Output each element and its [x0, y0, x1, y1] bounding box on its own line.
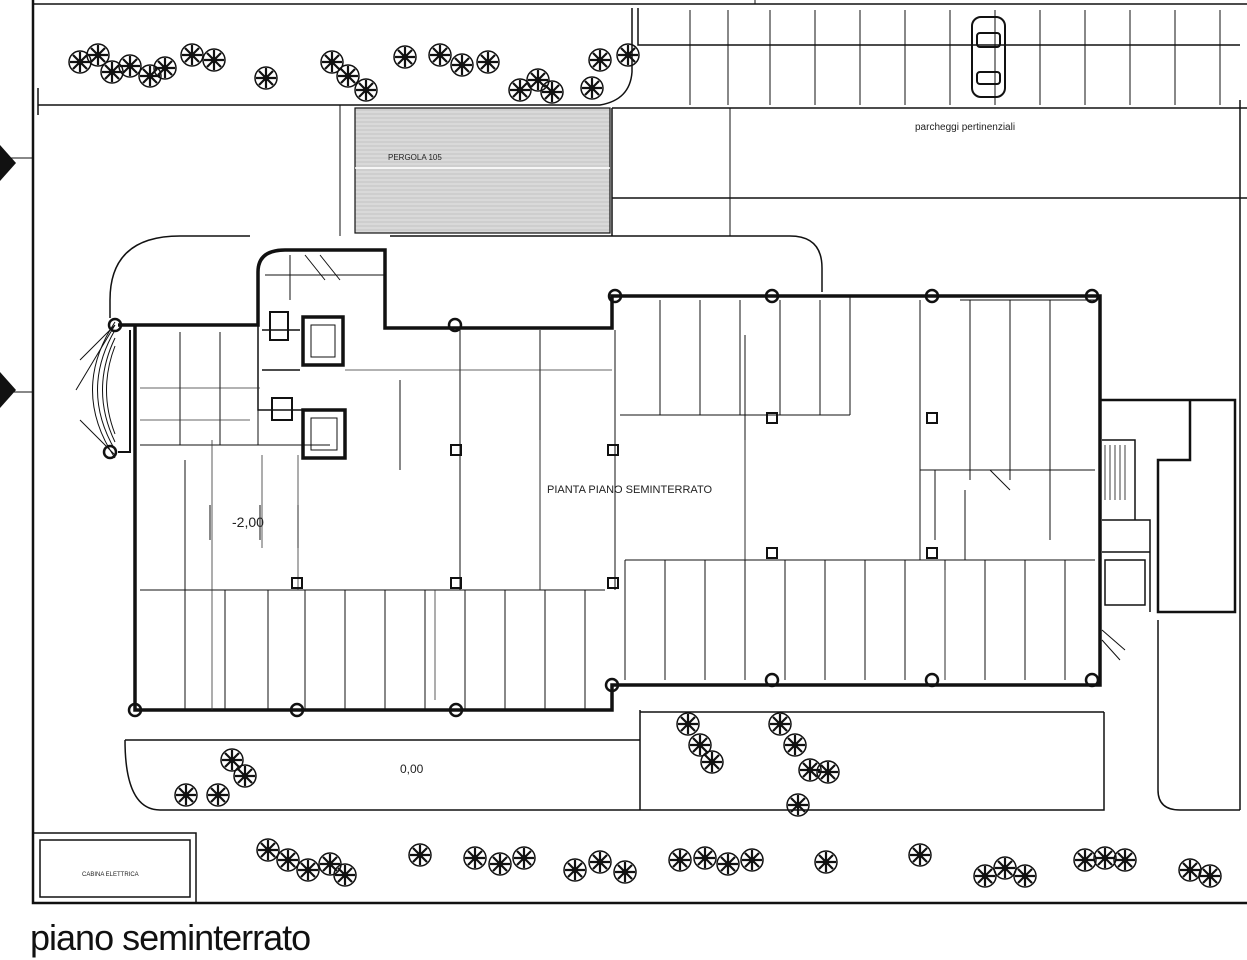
- right-annex: [1100, 398, 1237, 661]
- site-boundary: [0, 0, 1247, 905]
- electrical-cabin-label: CABINA ELETTRICA: [82, 872, 139, 878]
- drawing-caption: piano seminterrato: [30, 917, 311, 958]
- pillars: [102, 288, 1100, 718]
- trees: [67, 42, 1223, 889]
- plan-title: PIANTA PIANO SEMINTERRATO: [547, 484, 712, 496]
- curved-stair: [75, 321, 116, 459]
- pergola-area: [339, 105, 611, 236]
- parking-grid: [140, 296, 1095, 710]
- floor-plan-drawing: PERGOLA 105 parcheggi pertinenziali PIAN…: [0, 0, 1247, 905]
- pergola-label: PERGOLA 105: [388, 153, 442, 162]
- dimension-lines: [140, 369, 946, 710]
- stair-lift-core: [257, 254, 385, 460]
- car-symbol: [971, 16, 1006, 98]
- electrical-cabin: [32, 832, 197, 904]
- ramp-outline: [109, 100, 1241, 811]
- level-ground: 0,00: [400, 762, 424, 776]
- level-basement: -2,00: [232, 514, 264, 530]
- road-edges: [37, 8, 1247, 236]
- section-markers: [0, 145, 16, 408]
- building-walls: [118, 248, 1102, 712]
- parking-label: parcheggi pertinenziali: [915, 122, 1015, 133]
